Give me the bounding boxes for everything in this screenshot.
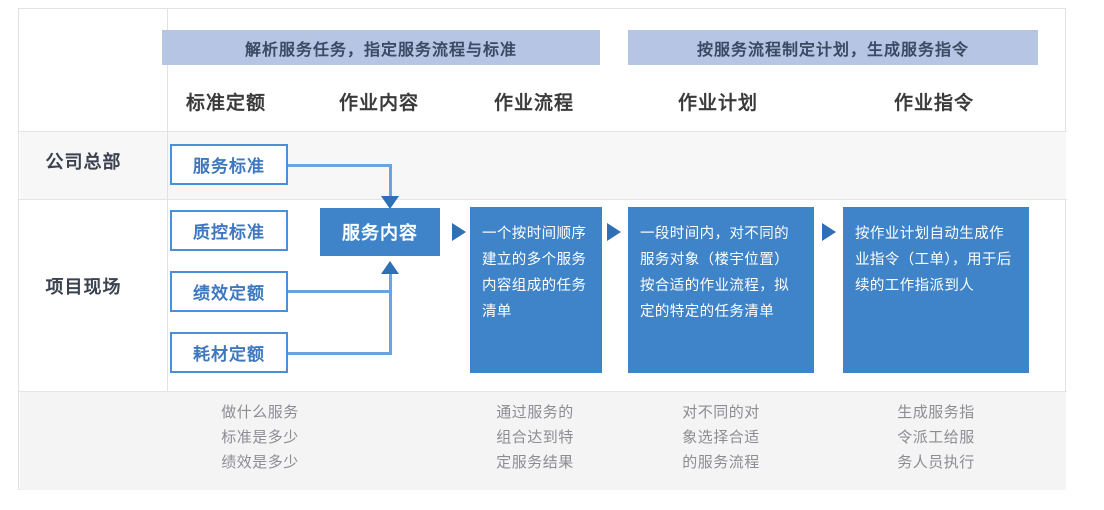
footnote-line: 务人员执行 [897,454,975,471]
footnote-line: 令派工给服 [897,429,975,446]
connector-service-standard-vertical [389,164,392,202]
footnote-work-process: 对不同的对 象选择合适 的服务流程 [636,400,806,475]
footnote-line: 生成服务指 [897,404,975,421]
footnote-line: 组合达到特 [496,429,574,446]
box-work-process-description[interactable]: 一个按时间顺序建立的多个服务内容组成的任务清单 [470,207,602,373]
footnote-line: 做什么服务 [221,404,299,421]
footnote-line: 通过服务的 [496,404,574,421]
row-label-company-hq: 公司总部 [45,152,122,172]
row-divider-1 [19,131,1067,132]
box-quality-control-standard[interactable]: 质控标准 [170,210,288,251]
column-header-work-order: 作业指令 [893,92,974,114]
footnote-line: 的服务流程 [682,454,760,471]
connector-performance-quota-horizontal [288,290,392,293]
arrow-plan-to-order [822,223,836,241]
footnote-work-order: 生成服务指 令派工给服 务人员执行 [851,400,1021,475]
banner-parse-service-task: 解析服务任务，指定服务流程与标准 [162,30,600,65]
box-work-plan-description[interactable]: 一段时间内，对不同的服务对象（楼宇位置）按合适的作业流程，拟定的特定的任务清单 [628,207,814,373]
row-label-project-site: 项目现场 [45,277,122,297]
connector-consumable-quota-horizontal [288,352,392,355]
label-column-divider [167,9,168,391]
arrow-process-to-plan [607,223,621,241]
footnote-line: 标准是多少 [221,429,299,446]
footnote-work-content: 通过服务的 组合达到特 定服务结果 [450,400,620,475]
column-header-work-process: 作业流程 [493,92,574,114]
row-divider-3 [19,391,1067,392]
footnote-line: 象选择合适 [682,429,760,446]
column-header-standard-quota: 标准定额 [185,92,266,114]
arrow-into-service-content-top [381,196,399,209]
row-divider-2 [19,199,1067,200]
box-work-order-description[interactable]: 按作业计划自动生成作业指令（工单），用于后续的工作指派到人 [843,207,1029,373]
connector-quota-riser-vertical [389,272,392,355]
column-header-work-content: 作业内容 [338,92,419,114]
footnote-line: 定服务结果 [496,454,574,471]
box-service-standard[interactable]: 服务标准 [170,144,288,185]
arrow-content-to-process [452,223,466,241]
footnote-line: 绩效是多少 [221,454,299,471]
connector-service-standard-horizontal [288,164,392,167]
footnote-line: 对不同的对 [682,404,760,421]
box-service-content[interactable]: 服务内容 [320,208,440,256]
box-performance-quota[interactable]: 绩效定额 [170,271,288,312]
footnote-standard-quota: 做什么服务 标准是多少 绩效是多少 [175,400,345,475]
banner-plan-and-generate-order: 按服务流程制定计划，生成服务指令 [628,30,1038,65]
column-header-work-plan: 作业计划 [677,92,758,114]
box-consumable-quota[interactable]: 耗材定额 [170,332,288,373]
arrow-into-service-content-bottom [381,261,399,274]
footnote-row-background [20,392,1066,490]
